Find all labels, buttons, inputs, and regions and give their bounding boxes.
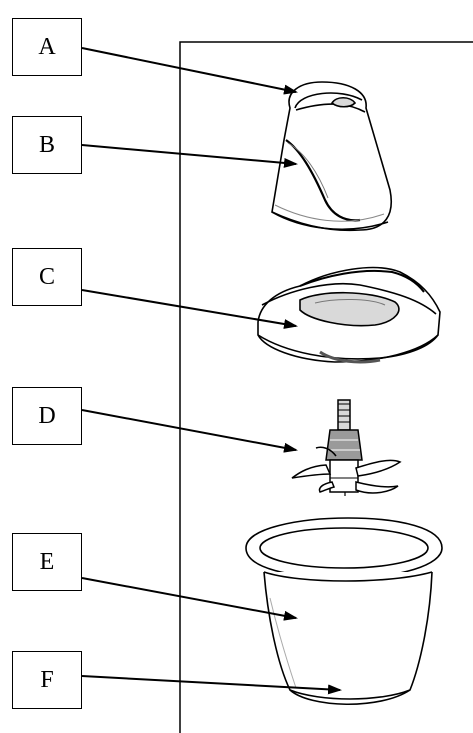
frame-border: [179, 41, 473, 733]
leader-line-b: [81, 144, 298, 168]
leader-line-f: [81, 675, 342, 695]
leader-line-e: [81, 577, 298, 621]
blade-part: [291, 399, 402, 496]
cover-part: [271, 81, 392, 232]
leader-line-d: [81, 409, 298, 453]
bowl-part: [245, 517, 443, 706]
label-box-a: A: [12, 18, 82, 76]
label-box-c: C: [12, 248, 82, 306]
leader-line-a: [81, 47, 298, 95]
lid-part: [257, 266, 441, 364]
label-box-e: E: [12, 533, 82, 591]
label-box-f: F: [12, 651, 82, 709]
label-box-d: D: [12, 387, 82, 445]
leader-line-c: [81, 289, 298, 329]
label-box-b: B: [12, 116, 82, 174]
